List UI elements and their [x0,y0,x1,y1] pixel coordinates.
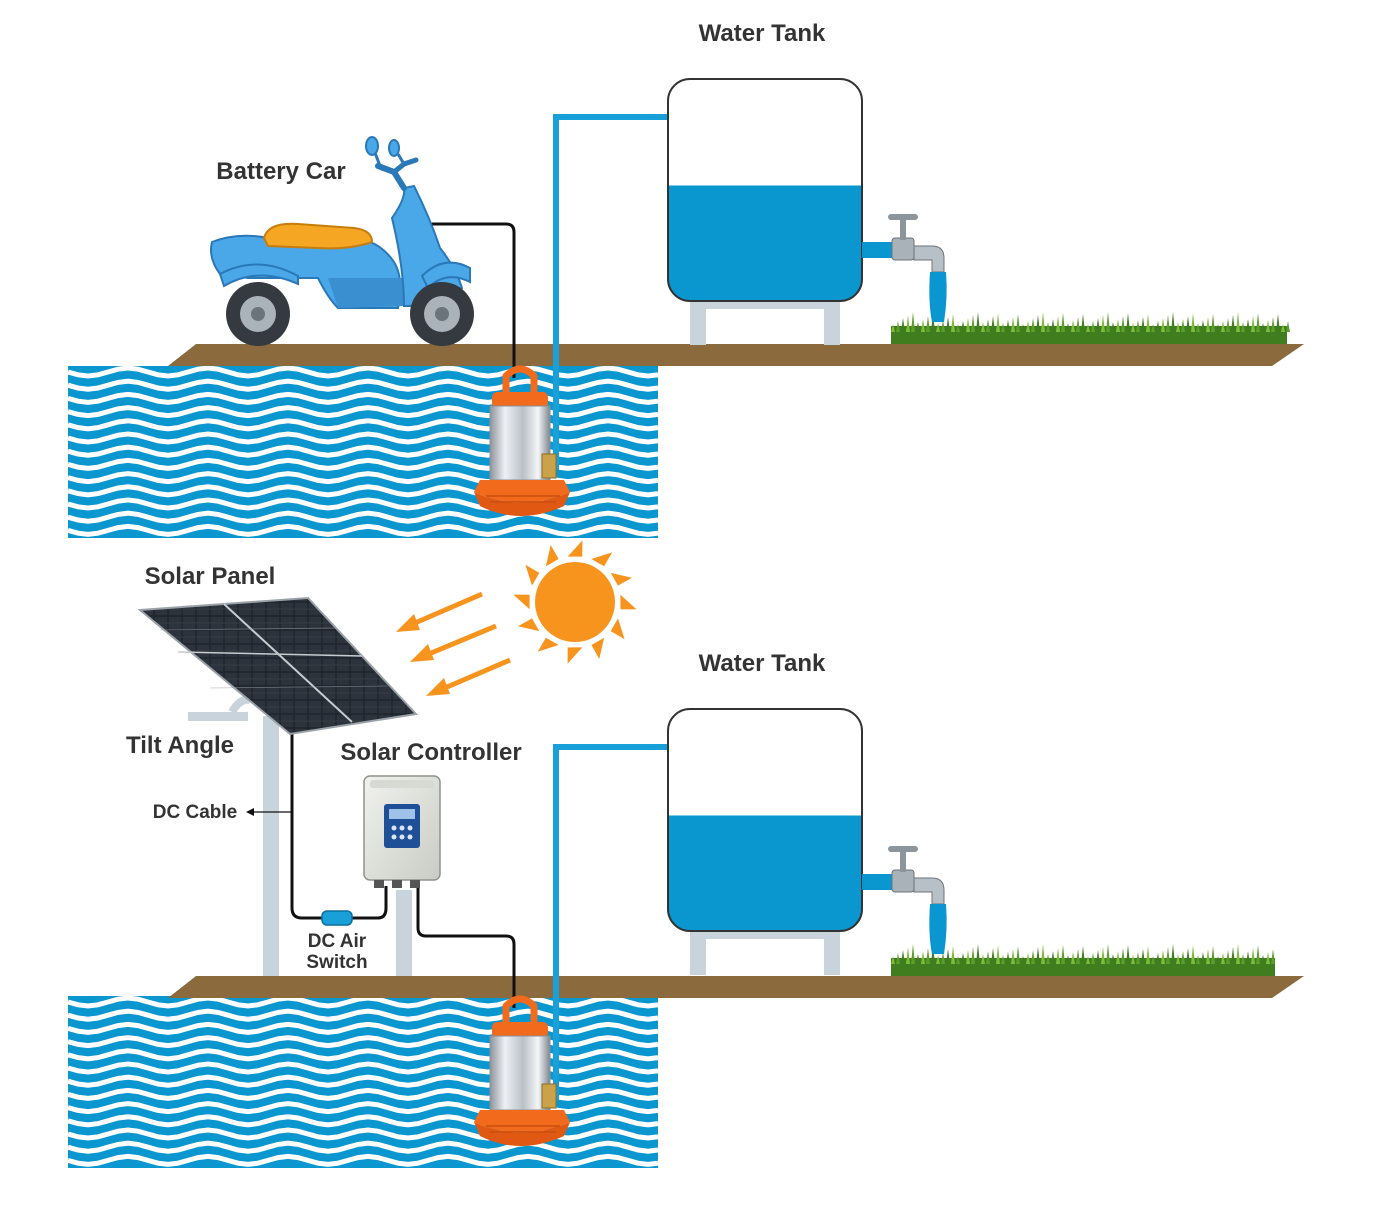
tank-label-bottom: Water Tank [699,650,826,677]
dc-air-switch-label-line2: Switch [306,952,367,973]
solar-controller-label: Solar Controller [340,739,521,766]
dc-cable-to-controller [350,886,388,920]
sunlight-arrow-icon [410,623,497,662]
vehicle-label: Battery Car [216,158,345,185]
ground-strip [168,976,1304,998]
water-tank-icon [667,708,863,975]
dc-air-switch-icon [321,910,353,926]
water-waves-icon [67,995,659,1168]
pump-cable [416,886,516,1008]
dc-cable-pointer-head [246,808,254,816]
solar-controller-icon [363,775,441,888]
faucet-icon [861,213,948,323]
sunlight-arrow-icon [426,657,511,696]
water-pipe [553,744,688,1100]
solar-panel-label: Solar Panel [145,563,276,590]
top-scene: Water Tank Battery Car [67,20,1304,538]
tank-label-top: Water Tank [699,20,826,47]
scooter-icon [210,136,474,346]
dc-cable-label: DC Cable [153,802,237,823]
panel-stand [188,695,412,976]
tilt-angle-label: Tilt Angle [126,732,234,759]
sunlight-arrow-icon [396,591,483,632]
water-pipe [553,114,688,470]
dc-cable [290,734,324,920]
grass-icon [891,312,1290,344]
dc-air-switch-label-line1: DC Air [308,931,367,952]
solar-panel-icon [137,596,419,736]
ground-strip [168,344,1304,366]
bottom-scene: Water Tank Solar Panel Tilt Angle Solar … [67,540,1304,1168]
faucet-icon [861,845,948,955]
water-waves-icon [67,365,659,538]
sun-icon [513,540,637,664]
power-wire [412,222,516,378]
water-tank-icon [667,78,863,345]
grass-icon [891,944,1275,976]
